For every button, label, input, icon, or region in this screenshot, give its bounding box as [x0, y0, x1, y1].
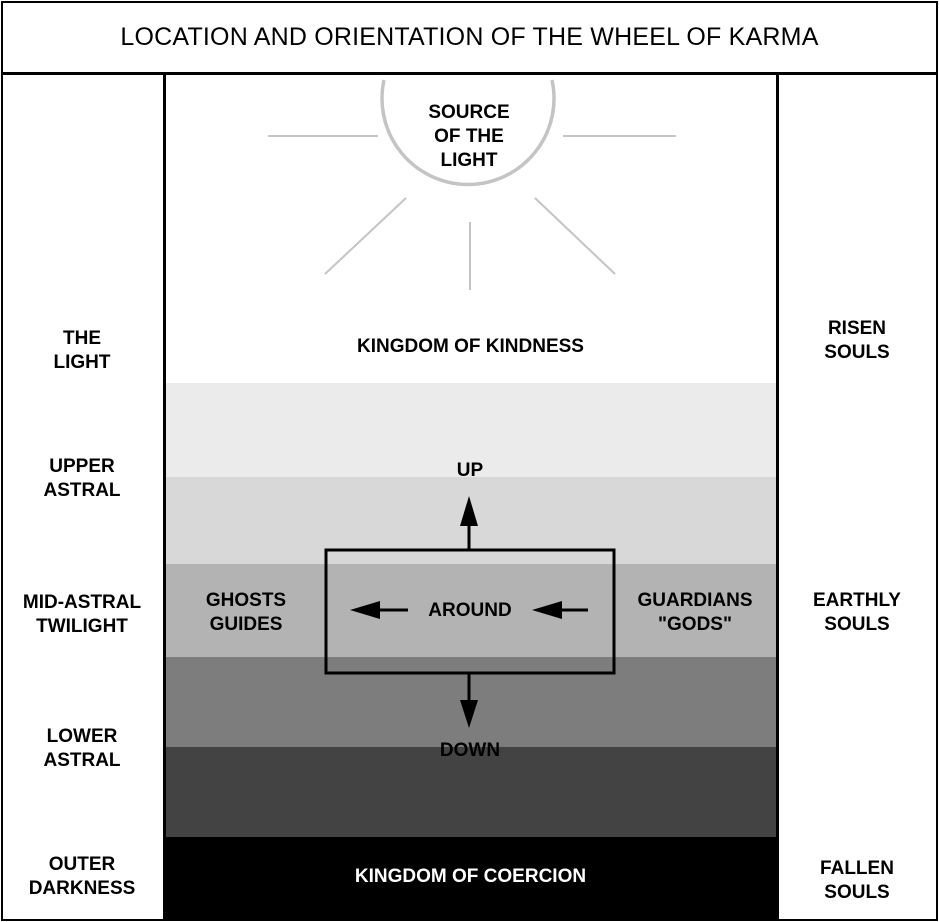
label-down: DOWN — [439, 740, 501, 761]
label-source-of-the-light: SOURCE OF THE LIGHT — [428, 102, 510, 171]
label-the-light: THE LIGHT — [53, 328, 111, 373]
around-right-arrow-icon — [532, 601, 588, 619]
label-upper-astral: UPPER ASTRAL — [43, 456, 121, 501]
band-outer-darkness — [165, 837, 776, 921]
label-fallen-souls: FALLEN SOULS — [820, 858, 894, 903]
label-outer-darkness: OUTER DARKNESS — [28, 854, 136, 899]
label-kingdom-of-kindness: KINGDOM OF KINDNESS — [357, 336, 584, 357]
left-column-divider — [163, 73, 166, 921]
label-earthly-souls: EARTHLY SOULS — [813, 590, 901, 635]
band-upper-astral-light — [165, 383, 776, 477]
band-mid-astral — [165, 564, 776, 657]
label-kingdom-of-coercion: KINGDOM OF COERCION — [354, 866, 587, 887]
label-up: UP — [456, 460, 484, 481]
label-risen-souls: RISEN SOULS — [824, 318, 890, 363]
right-column-divider — [776, 73, 779, 921]
label-around: AROUND — [428, 600, 512, 621]
diagram-title: LOCATION AND ORIENTATION OF THE WHEEL OF… — [1, 1, 938, 75]
band-lower-astral-dark — [165, 747, 776, 837]
label-ghosts-guides: GHOSTS GUIDES — [205, 590, 287, 635]
up-arrow-icon — [460, 496, 478, 550]
label-guardians-gods: GUARDIANS "GODS" — [637, 590, 753, 635]
sun-icon — [268, 79, 676, 290]
label-lower-astral: LOWER ASTRAL — [43, 726, 121, 771]
around-left-arrow-icon — [350, 601, 408, 619]
down-arrow-icon — [460, 673, 478, 728]
label-mid-astral-twilight: MID-ASTRAL TWILIGHT — [22, 592, 142, 637]
